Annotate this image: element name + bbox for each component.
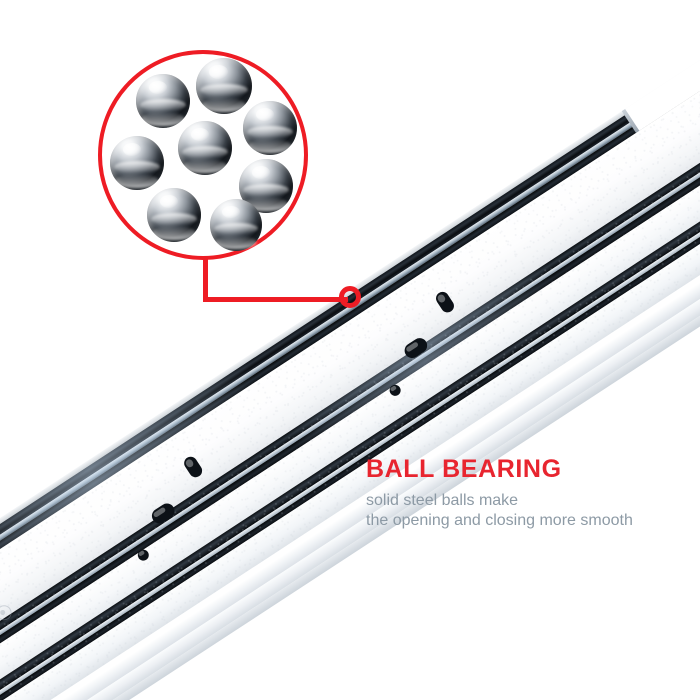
callout-target-ring (339, 286, 361, 308)
ball-bottom-rim-light (183, 159, 227, 174)
ball-bearing (243, 101, 297, 155)
ball-reflection-band (200, 83, 248, 97)
ball-bearing (196, 58, 252, 114)
ball-specular-highlight (148, 81, 168, 94)
ball-specular-highlight (251, 166, 271, 179)
ball-reflection-band (140, 98, 186, 111)
ball-reflection-band (182, 145, 228, 158)
caption-line-1: solid steel balls make (366, 492, 519, 509)
ball-reflection-band (114, 160, 160, 173)
ball-bearing (210, 199, 262, 251)
ball-bottom-rim-light (248, 139, 292, 154)
callout-pointer-arm (202, 296, 348, 302)
ball-bottom-rim-light (215, 235, 257, 250)
ball-reflection-band (243, 183, 289, 196)
callout-pointer-stem (202, 258, 208, 299)
ball-bottom-rim-light (201, 97, 247, 113)
ball-bottom-rim-light (141, 112, 185, 127)
caption-line-2: the opening and closing more smooth (366, 512, 633, 530)
ball-specular-highlight (209, 65, 229, 79)
ball-specular-highlight (222, 205, 241, 219)
ball-bearing (110, 136, 164, 190)
ball-bottom-rim-light (115, 174, 159, 189)
ball-bearing (147, 188, 201, 242)
magnifier-circle (98, 50, 308, 260)
caption-block: BALL BEARING solid steel balls make the … (366, 457, 633, 532)
ball-reflection-band (214, 222, 258, 235)
caption-title: BALL BEARING (366, 455, 562, 483)
ball-bearing (178, 121, 232, 175)
ball-specular-highlight (159, 195, 179, 208)
ball-bottom-rim-light (152, 226, 196, 241)
ball-specular-highlight (190, 128, 210, 141)
ball-reflection-band (151, 212, 197, 225)
ball-specular-highlight (255, 108, 275, 121)
ball-specular-highlight (122, 143, 142, 156)
ball-reflection-band (247, 125, 293, 138)
ball-bearing (136, 74, 190, 128)
